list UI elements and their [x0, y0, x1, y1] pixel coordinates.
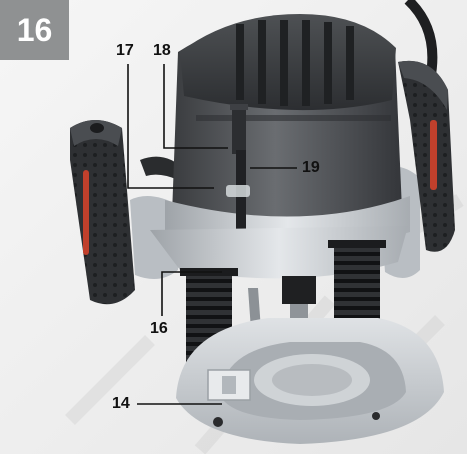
- callout-14: 14: [112, 395, 130, 412]
- callout-19: 19: [302, 159, 320, 176]
- callout-16: 16: [150, 320, 168, 337]
- base-plate: [176, 318, 444, 444]
- left-handle: [70, 120, 178, 305]
- motor-housing: [172, 14, 402, 232]
- leader-lines: [127, 64, 297, 405]
- figure-number-badge: 16: [0, 0, 69, 60]
- leader-16: [161, 271, 222, 316]
- callout-18: 18: [153, 42, 171, 59]
- callout-17: 17: [116, 42, 134, 59]
- leader-17: [127, 64, 214, 189]
- leader-18: [163, 64, 228, 149]
